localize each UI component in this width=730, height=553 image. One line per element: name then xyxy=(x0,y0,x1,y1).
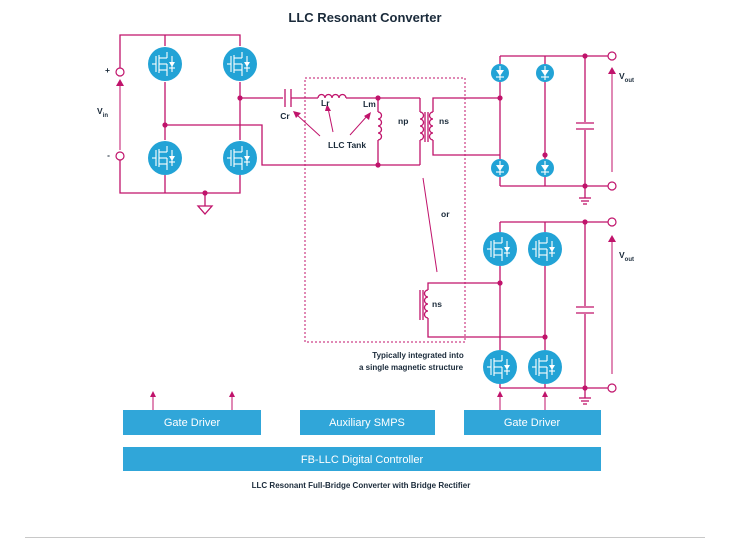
mosfet-q4-icon xyxy=(222,140,258,176)
gate-driver-right-label: Gate Driver xyxy=(504,417,561,429)
llc-tank-label: LLC Tank xyxy=(328,140,366,150)
primary-full-bridge xyxy=(115,34,378,215)
vout-minus-terminal-top xyxy=(607,181,617,191)
vout-minus-terminal-bottom xyxy=(607,383,617,393)
vout-label-bottom: Vout xyxy=(619,250,634,263)
diode-d2-icon xyxy=(535,63,555,83)
vout-label-top: Vout xyxy=(619,71,634,84)
diagram-caption: LLC Resonant Full-Bridge Converter with … xyxy=(252,481,471,490)
diagram-title: LLC Resonant Converter xyxy=(288,10,441,25)
vin-label: Vin xyxy=(97,106,108,119)
diode-d1-icon xyxy=(490,63,510,83)
sync-mosfet-q5-icon xyxy=(482,231,518,267)
vin-minus-label: - xyxy=(107,150,110,160)
ns-label: ns xyxy=(439,116,449,126)
gate-driver-arrows xyxy=(150,391,548,410)
mosfet-q2-icon xyxy=(222,46,258,82)
vout-plus-terminal-top xyxy=(607,51,617,61)
footer-divider xyxy=(25,537,705,538)
ns-label-lower: ns xyxy=(432,299,442,309)
mosfet-q3-icon xyxy=(147,140,183,176)
diode-bridge-rectifier xyxy=(490,51,617,205)
controller-block xyxy=(123,447,601,471)
mosfet-q1-icon xyxy=(147,46,183,82)
or-label: or xyxy=(441,209,450,219)
controller-label: FB-LLC Digital Controller xyxy=(301,454,424,466)
sync-mosfet-q7-icon xyxy=(482,349,518,385)
diode-d3-icon xyxy=(490,158,510,178)
synchronous-rectifier-bridge xyxy=(419,217,617,405)
llc-tank xyxy=(284,77,500,343)
integrated-note-line1: Typically integrated into xyxy=(372,351,464,360)
gate-driver-left-label: Gate Driver xyxy=(164,417,221,429)
vin-minus-terminal xyxy=(115,151,125,161)
vin-plus-label: + xyxy=(105,65,110,75)
lr-label: Lr xyxy=(321,98,330,108)
integrated-note-line2: a single magnetic structure xyxy=(359,363,464,372)
gate-driver-right-block xyxy=(464,410,601,435)
aux-smps-label: Auxiliary SMPS xyxy=(329,417,405,429)
vin-plus-terminal xyxy=(115,67,125,77)
cr-label: Cr xyxy=(280,111,290,121)
sync-mosfet-q8-icon xyxy=(527,349,563,385)
aux-smps-block xyxy=(300,410,435,435)
gate-driver-left-block xyxy=(123,410,261,435)
np-label: np xyxy=(398,116,408,126)
vout-plus-terminal-bottom xyxy=(607,217,617,227)
diode-d4-icon xyxy=(535,158,555,178)
sync-mosfet-q6-icon xyxy=(527,231,563,267)
lm-label: Lm xyxy=(363,99,376,109)
